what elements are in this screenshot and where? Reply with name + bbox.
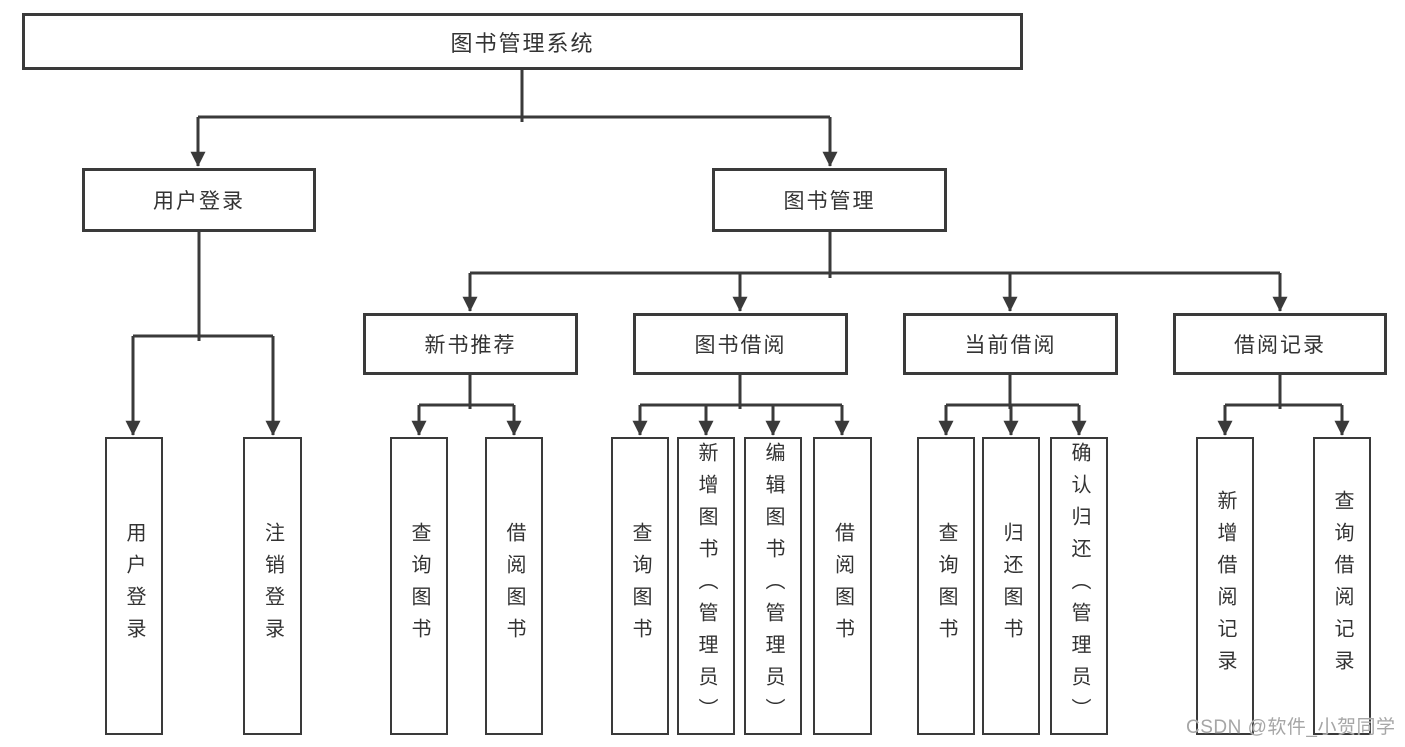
node-user-login-label: 用户登录 — [153, 190, 245, 213]
node-leaf-edit-book-admin-label: 编辑图书（管理员） — [762, 442, 784, 730]
node-leaf-return-book: 归还图书 — [982, 437, 1040, 735]
node-user-login: 用户登录 — [82, 168, 316, 232]
node-leaf-borrow-book-rec: 借阅图书 — [485, 437, 543, 735]
node-new-book-recommend-label: 新书推荐 — [424, 334, 517, 357]
node-leaf-query-book-borrow: 查询图书 — [611, 437, 669, 735]
csdn-watermark: CSDN @软件_小贺同学 — [1186, 717, 1396, 738]
node-book-management: 图书管理 — [712, 168, 947, 232]
node-root-label: 图书管理系统 — [450, 30, 595, 56]
node-leaf-query-borrow-record: 查询借阅记录 — [1313, 437, 1371, 735]
node-leaf-add-borrow-record: 新增借阅记录 — [1196, 437, 1254, 735]
node-current-borrow-label: 当前借阅 — [964, 334, 1057, 357]
node-leaf-query-book-borrow-label: 查询图书 — [629, 522, 651, 650]
node-leaf-confirm-return-admin: 确认归还（管理员） — [1050, 437, 1108, 735]
node-leaf-edit-book-admin: 编辑图书（管理员） — [744, 437, 802, 735]
node-leaf-user-login: 用户登录 — [105, 437, 163, 735]
node-borrow-records-label: 借阅记录 — [1234, 334, 1326, 357]
node-current-borrow: 当前借阅 — [903, 313, 1118, 375]
node-leaf-add-book-admin: 新增图书（管理员） — [677, 437, 735, 735]
node-book-borrow: 图书借阅 — [633, 313, 848, 375]
node-leaf-borrow-book-label: 借阅图书 — [831, 522, 854, 650]
node-leaf-borrow-book-rec-label: 借阅图书 — [503, 522, 525, 650]
node-leaf-query-borrow-record-label: 查询借阅记录 — [1331, 490, 1353, 682]
node-leaf-query-book-current-label: 查询图书 — [935, 522, 957, 650]
node-leaf-query-book-current: 查询图书 — [917, 437, 975, 735]
node-new-book-recommend: 新书推荐 — [363, 313, 578, 375]
node-leaf-user-login-label: 用户登录 — [123, 522, 145, 650]
node-root: 图书管理系统 — [22, 13, 1023, 70]
node-leaf-logout: 注销登录 — [243, 437, 302, 735]
node-leaf-query-book-rec: 查询图书 — [390, 437, 448, 735]
node-leaf-query-book-rec-label: 查询图书 — [408, 522, 430, 650]
node-book-borrow-label: 图书借阅 — [694, 334, 787, 357]
node-book-management-label: 图书管理 — [783, 190, 876, 213]
node-leaf-confirm-return-admin-label: 确认归还（管理员） — [1068, 442, 1090, 730]
node-leaf-logout-label: 注销登录 — [261, 522, 284, 650]
node-leaf-borrow-book: 借阅图书 — [813, 437, 872, 735]
node-borrow-records: 借阅记录 — [1173, 313, 1387, 375]
node-leaf-return-book-label: 归还图书 — [1000, 522, 1022, 650]
node-leaf-add-book-admin-label: 新增图书（管理员） — [695, 442, 717, 730]
node-leaf-add-borrow-record-label: 新增借阅记录 — [1214, 490, 1236, 682]
